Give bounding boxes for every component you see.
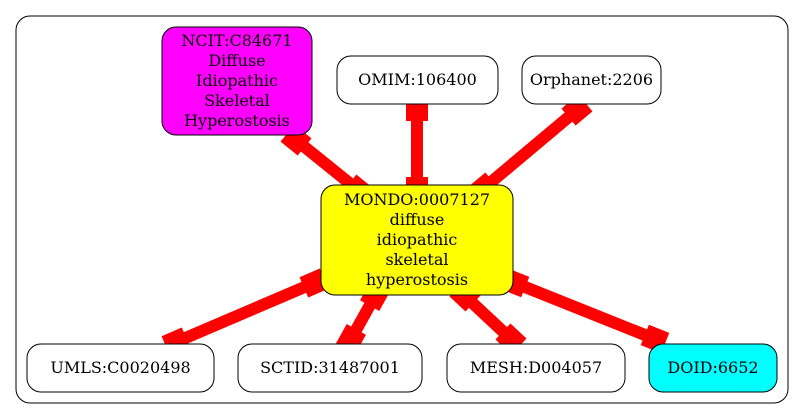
node-label-line: diffuse xyxy=(390,210,445,229)
node-label-line: UMLS:C0020498 xyxy=(50,358,190,377)
node-mesh[interactable]: MESH:D004057 xyxy=(446,343,626,393)
node-label-line: NCIT:C84671 xyxy=(181,31,292,50)
node-box xyxy=(26,343,215,393)
node-center[interactable]: MONDO:0007127diffuseidiopathicskeletalhy… xyxy=(320,184,514,296)
node-label-line: SCTID:31487001 xyxy=(260,358,400,377)
node-label-line: OMIM:106400 xyxy=(358,70,477,89)
node-label-line: Idiopathic xyxy=(196,71,278,90)
nodes-layer: MONDO:0007127diffuseidiopathicskeletalhy… xyxy=(26,26,778,393)
node-label-line: Hyperostosis xyxy=(184,111,290,130)
node-box xyxy=(336,55,499,105)
node-omim[interactable]: OMIM:106400 xyxy=(336,55,499,105)
node-label-line: DOID:6652 xyxy=(667,358,758,377)
node-box xyxy=(521,55,662,105)
edge-center-doid xyxy=(500,268,670,354)
node-label-line: hyperostosis xyxy=(366,270,468,289)
node-label-line: MESH:D004057 xyxy=(470,358,602,377)
node-label-line: skeletal xyxy=(385,250,448,269)
node-label-line: idiopathic xyxy=(377,230,458,249)
edge-center-umls xyxy=(161,268,329,357)
node-sctid[interactable]: SCTID:31487001 xyxy=(237,343,423,393)
node-box xyxy=(446,343,626,393)
node-box xyxy=(320,184,514,296)
node-doid[interactable]: DOID:6652 xyxy=(648,343,778,393)
node-ncit[interactable]: NCIT:C84671DiffuseIdiopathicSkeletalHype… xyxy=(161,26,313,136)
node-umls[interactable]: UMLS:C0020498 xyxy=(26,343,215,393)
node-box xyxy=(237,343,423,393)
edge-line xyxy=(292,135,362,195)
node-label-line: Orphanet:2206 xyxy=(530,70,653,89)
edge-omim-center xyxy=(406,99,428,199)
node-label-line: MONDO:0007127 xyxy=(344,190,490,209)
node-box xyxy=(648,343,778,393)
node-orphanet[interactable]: Orphanet:2206 xyxy=(521,55,662,105)
node-box xyxy=(161,26,313,136)
node-label-line: Diffuse xyxy=(208,51,265,70)
edge-line xyxy=(480,105,581,193)
cluster-frame xyxy=(15,15,789,404)
node-label-line: Skeletal xyxy=(204,91,270,110)
edge-line xyxy=(173,277,317,348)
edge-line xyxy=(512,277,658,345)
